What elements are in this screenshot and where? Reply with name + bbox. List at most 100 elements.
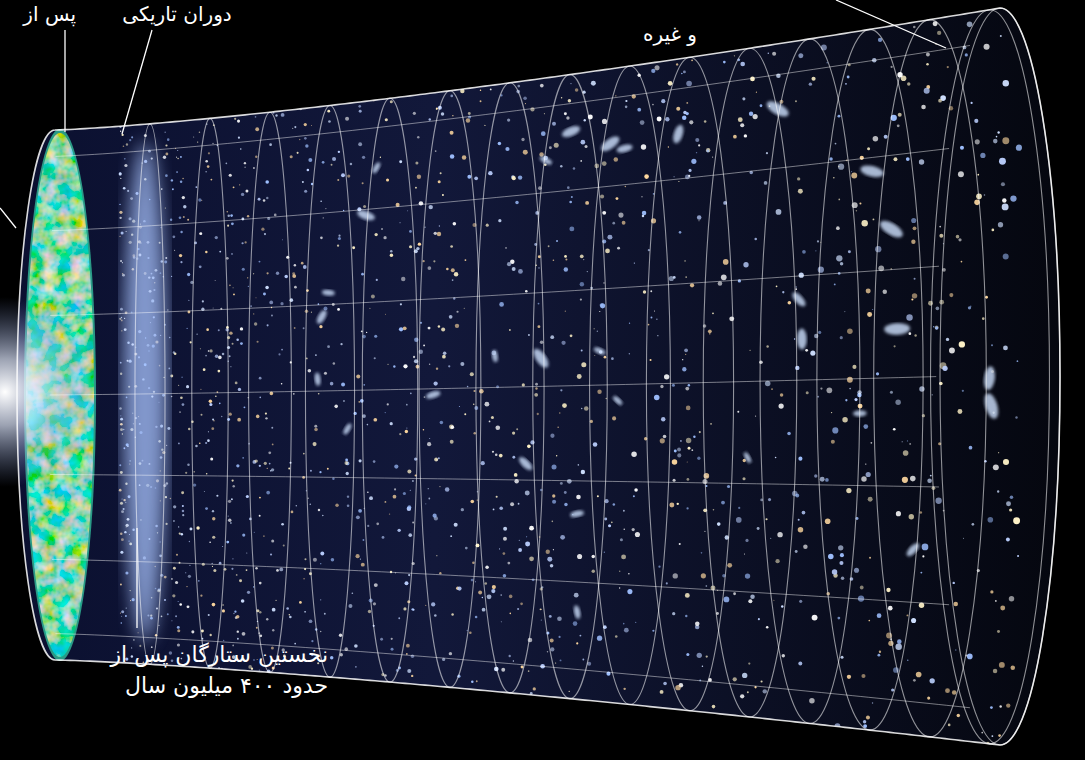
galaxy-dot	[499, 548, 500, 549]
galaxy-dot	[888, 606, 893, 611]
galaxy-dot	[259, 669, 260, 670]
galaxy-dot	[182, 514, 184, 516]
galaxy-dot	[173, 520, 175, 522]
galaxy-dot	[469, 631, 472, 634]
galaxy-dot	[738, 507, 740, 509]
galaxy-dot	[348, 604, 352, 608]
galaxy-dot	[894, 345, 896, 347]
galaxy-dot	[706, 655, 708, 657]
galaxy-dot	[439, 572, 441, 574]
galaxy-dot	[345, 117, 349, 121]
galaxy-dot	[512, 176, 516, 180]
galaxy-dot	[985, 296, 988, 299]
galaxy-dot	[535, 387, 537, 389]
galaxy-dot	[337, 244, 339, 246]
galaxy-dot	[798, 661, 802, 665]
galaxy-dot	[812, 615, 818, 621]
galaxy-dot	[340, 343, 342, 345]
galaxy-dot	[449, 652, 452, 655]
galaxy-dot	[327, 110, 330, 113]
galaxy-dot	[423, 260, 425, 262]
galaxy-dot	[682, 367, 686, 371]
galaxy-dot	[946, 338, 949, 341]
galaxy-dot	[815, 250, 816, 251]
galaxy-dot	[196, 333, 197, 334]
galaxy-dot	[120, 471, 123, 474]
galaxy-dot	[266, 618, 268, 620]
galaxy-dot	[939, 234, 943, 238]
galaxy-dot	[408, 533, 412, 537]
galaxy-dot	[328, 120, 331, 123]
galaxy-dot	[546, 550, 550, 554]
galaxy-dot	[745, 539, 748, 542]
galaxy-dot	[587, 271, 588, 272]
galaxy-dot	[436, 108, 438, 110]
galaxy-dot	[362, 182, 364, 184]
galaxy-dot	[877, 613, 882, 618]
galaxy-dot	[253, 313, 254, 314]
galaxy-dot	[417, 136, 419, 138]
galaxy-dot	[256, 627, 258, 629]
galaxy	[982, 392, 1001, 421]
galaxy-dot	[165, 207, 166, 208]
galaxy-dot	[655, 65, 660, 70]
galaxy-dot	[271, 314, 273, 316]
galaxy-dot	[798, 519, 800, 521]
galaxy-dot	[514, 473, 518, 477]
galaxy-dot	[537, 325, 540, 328]
galaxy-dot	[672, 384, 675, 387]
galaxy-dot	[198, 198, 201, 201]
galaxy-dot	[872, 702, 873, 703]
galaxy-dot	[455, 324, 459, 328]
galaxy-dot	[436, 367, 438, 369]
galaxy-dot	[866, 472, 871, 477]
galaxy-dot	[233, 287, 234, 288]
galaxy-dot	[652, 630, 654, 632]
galaxy-dot	[413, 356, 415, 358]
galaxy-dot	[549, 146, 552, 149]
galaxy-dot	[311, 125, 312, 126]
galaxy-dot	[330, 382, 334, 386]
galaxy-dot	[246, 569, 248, 571]
galaxy-dot	[556, 455, 557, 456]
galaxy-dot	[701, 552, 703, 554]
galaxy-dot	[1015, 416, 1017, 418]
galaxy-dot	[369, 308, 370, 309]
galaxy-dot	[241, 242, 243, 244]
galaxy-dot	[959, 341, 965, 347]
galaxy-dot	[367, 424, 369, 426]
galaxy-dot	[530, 440, 534, 444]
galaxy-dot	[403, 326, 407, 330]
galaxy-dot	[206, 328, 209, 331]
galaxy-dot	[261, 228, 264, 231]
galaxy-dot	[817, 240, 819, 242]
galaxy-dot	[503, 574, 507, 578]
galaxy-dot	[239, 184, 240, 185]
galaxy-dot	[849, 388, 851, 390]
galaxy-dot	[686, 102, 688, 104]
galaxy-dot	[957, 714, 960, 717]
galaxy-dot	[866, 715, 870, 719]
galaxy-dot	[120, 428, 123, 431]
galaxy-dot	[748, 662, 750, 664]
galaxy-dot	[499, 454, 503, 458]
galaxy-dot	[172, 235, 175, 238]
galaxy-dot	[429, 438, 430, 439]
galaxy-dot	[438, 180, 441, 183]
galaxy-dot	[755, 416, 756, 417]
galaxy-dot	[491, 589, 495, 593]
galaxy-dot	[465, 259, 467, 261]
galaxy-dot	[320, 200, 322, 202]
galaxy-dot	[282, 239, 283, 240]
galaxy-dot	[470, 500, 474, 504]
galaxy-dot	[893, 428, 896, 431]
galaxy-dot	[307, 169, 310, 172]
galaxy-dot	[685, 593, 690, 598]
galaxy-dot	[683, 70, 686, 73]
galaxy-dot	[310, 470, 312, 472]
galaxy-dot	[120, 423, 123, 426]
galaxy-dot	[863, 720, 866, 723]
galaxy-dot	[733, 135, 737, 139]
galaxy-dot	[773, 600, 774, 601]
galaxy-dot	[550, 434, 554, 438]
